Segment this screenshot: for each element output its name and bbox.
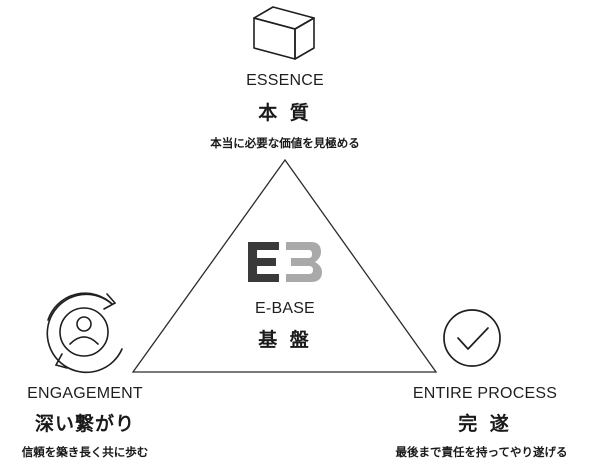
cube-icon [253,6,315,60]
engagement-description: 信頼を築き長く共に歩む [21,445,149,459]
e-base-jp-label: 基 盤 [258,329,312,351]
essence-label: ESSENCE [246,72,324,89]
person-cycle-icon [46,292,123,374]
engagement-label: ENGAGEMENT [27,385,143,402]
engagement-jp-label: 深い繋がり [34,413,135,435]
triangle-outline [131,158,438,373]
entire-process-description: 最後まで責任を持ってやり遂げる [395,445,568,459]
check-circle-icon [443,309,501,367]
entire-process-jp-label: 完 遂 [458,413,512,435]
essence-jp-label: 本 質 [258,102,312,124]
essence-description: 本当に必要な価値を見極める [210,136,360,150]
e-base-logo-icon [248,242,322,282]
e-base-label: E-BASE [255,300,315,317]
entire-process-label: ENTIRE PROCESS [412,385,558,402]
